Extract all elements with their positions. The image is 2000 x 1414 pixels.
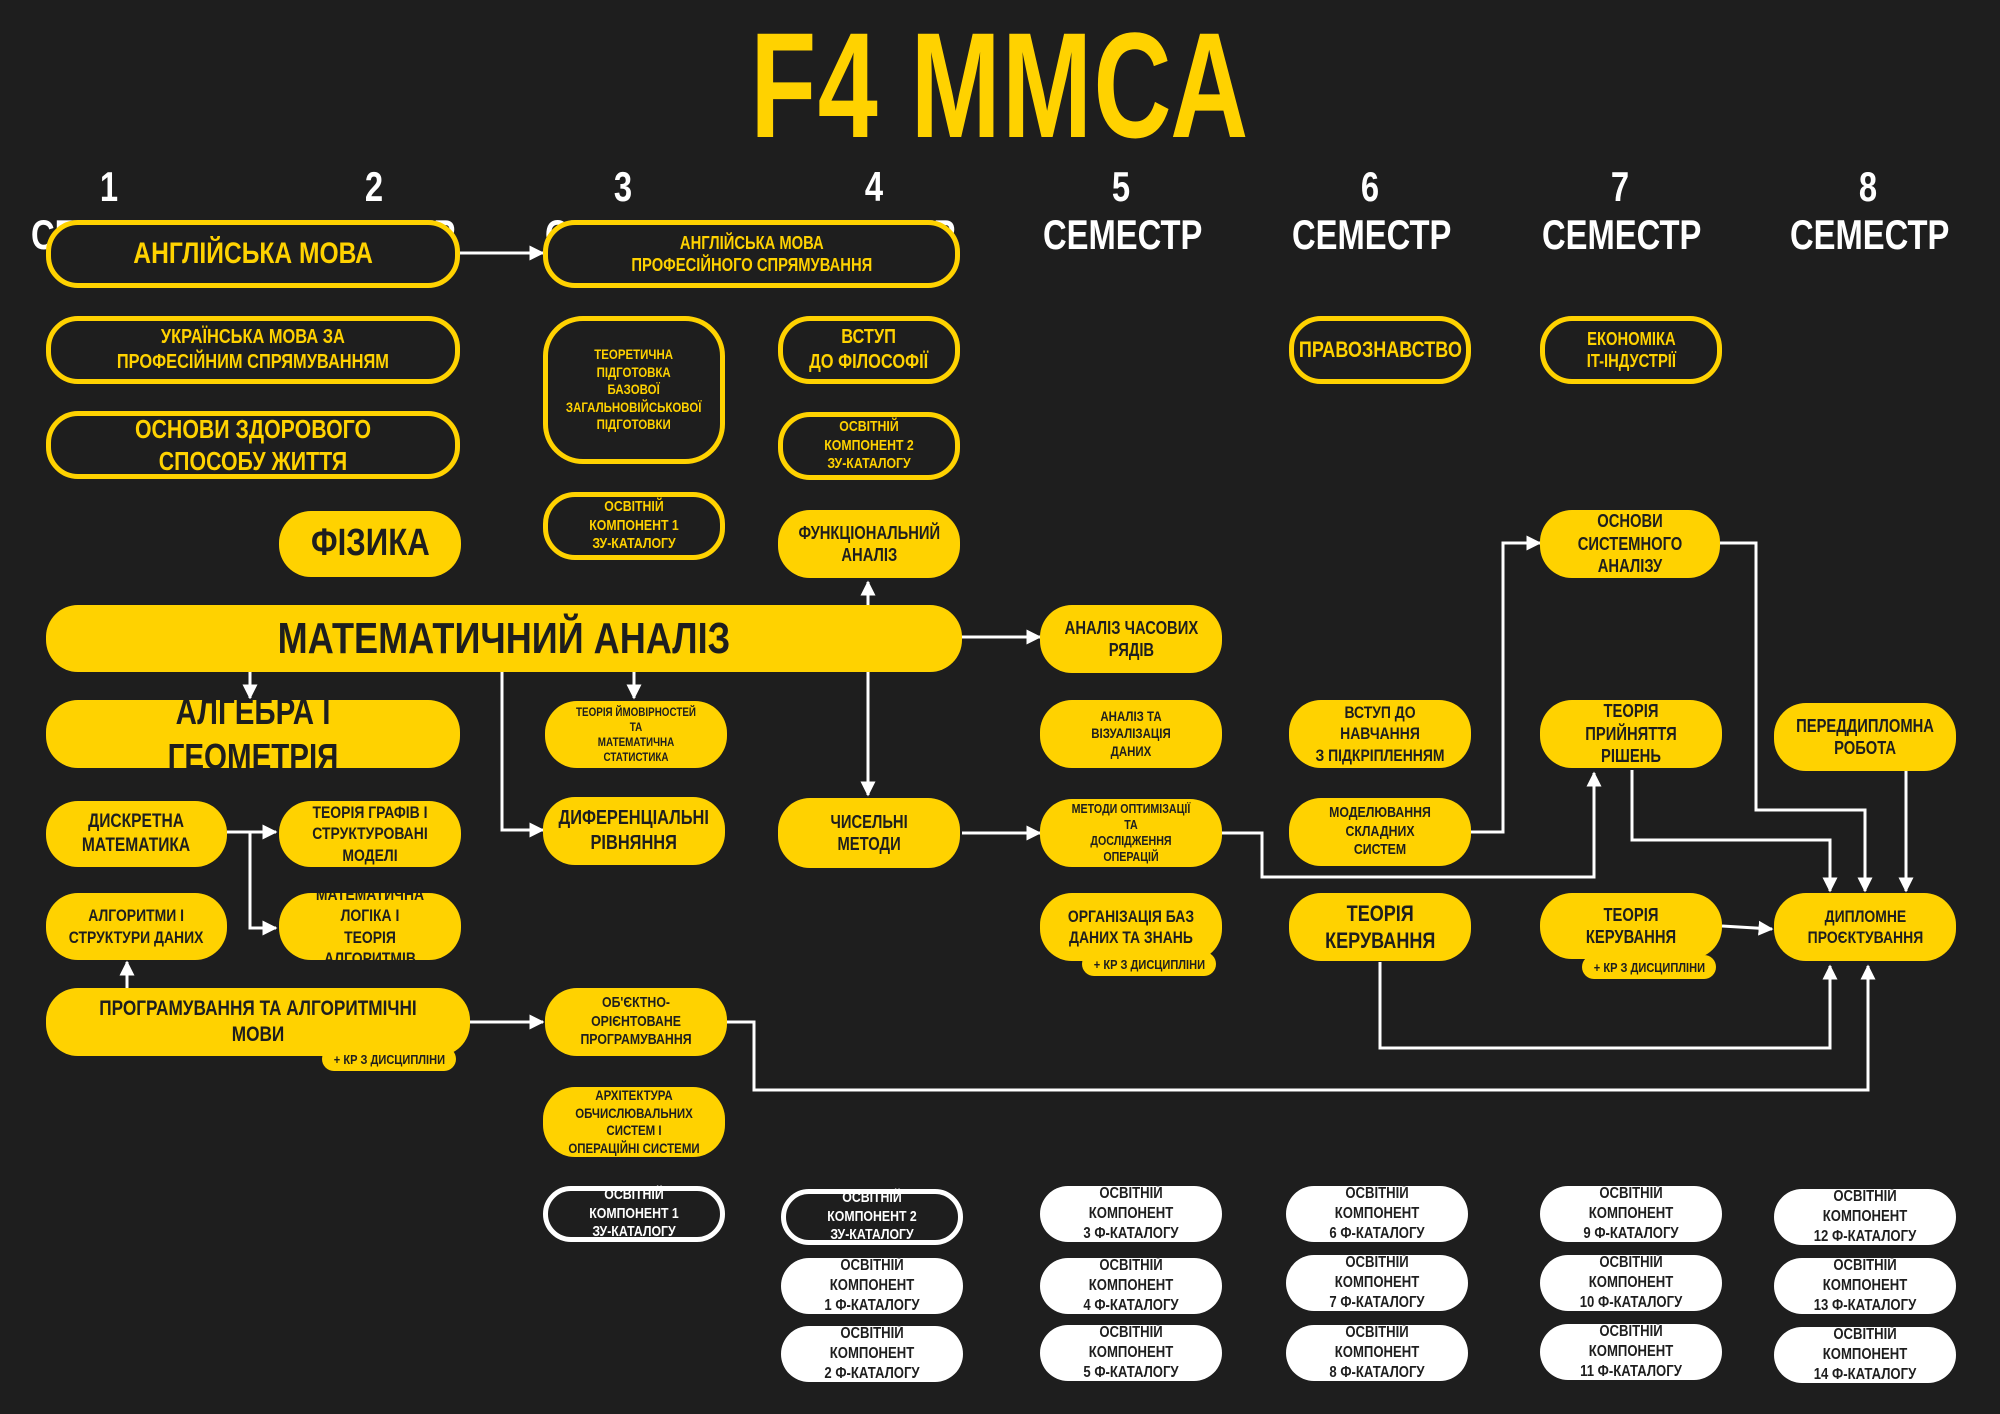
- node-decision[interactable]: ТЕОРІЯ ПРИЙНЯТТЯ РІШЕНЬ: [1540, 700, 1722, 768]
- node-control7[interactable]: ТЕОРІЯ КЕРУВАННЯ: [1540, 893, 1722, 959]
- node-f10[interactable]: ОСВІТНІЙ КОМПОНЕНТ 10 Ф-КАТАЛОГУ: [1540, 1254, 1722, 1311]
- arrow-modeling-to-system-analysis: [1471, 535, 1542, 834]
- node-system-analysis[interactable]: ОСНОВИ СИСТЕМНОГО АНАЛІЗУ: [1540, 510, 1720, 578]
- node-health[interactable]: ОСНОВИ ЗДОРОВОГО СПОСОБУ ЖИТТЯ: [46, 411, 460, 479]
- node-english[interactable]: АНГЛІЙСЬКА МОВА: [46, 220, 460, 288]
- node-f6[interactable]: ОСВІТНІЙ КОМПОНЕНТ 6 Ф-КАТАЛОГУ: [1286, 1185, 1468, 1242]
- node-logic[interactable]: МАТЕМАТИЧНА ЛОГІКА І ТЕОРІЯ АЛГОРИТМІВ: [279, 885, 461, 968]
- node-architecture[interactable]: АРХІТЕКТУРА ОБЧИСЛЮВАЛЬНИХ СИСТЕМ І ОПЕР…: [543, 1087, 725, 1157]
- node-f12[interactable]: ОСВІТНІЙ КОМПОНЕНТ 12 Ф-КАТАЛОГУ: [1774, 1188, 1956, 1245]
- node-time-series[interactable]: АНАЛІЗ ЧАСОВИХ РЯДІВ: [1040, 605, 1222, 673]
- arrow-optimization-to-decision: [1222, 771, 1602, 879]
- node-f11[interactable]: ОСВІТНІЙ КОМПОНЕНТ 11 Ф-КАТАЛОГУ: [1540, 1323, 1722, 1380]
- node-elective1-zu[interactable]: ОСВІТНІЙ КОМПОНЕНТ 1 ЗУ-КАТАЛОГУ: [543, 492, 725, 560]
- node-physics[interactable]: ФІЗИКА: [279, 511, 461, 577]
- node-f9[interactable]: ОСВІТНІЙ КОМПОНЕНТ 9 Ф-КАТАЛОГУ: [1540, 1185, 1722, 1242]
- semester-8-header: 8 СЕМЕСТР: [1790, 163, 1950, 258]
- node-philosophy[interactable]: ВСТУП ДО ФІЛОСОФІЇ: [778, 316, 960, 384]
- node-law[interactable]: ПРАВОЗНАВСТВО: [1289, 316, 1471, 384]
- node-elective1-zu-b[interactable]: ОСВІТНІЙ КОМПОНЕНТ 1 ЗУ-КАТАЛОГУ: [543, 1186, 725, 1242]
- node-programming[interactable]: ПРОГРАМУВАННЯ ТА АЛГОРИТМІЧНІ МОВИ: [46, 988, 470, 1056]
- arrow-discrete-to-logic: [248, 832, 278, 936]
- node-elective2-zu-b[interactable]: ОСВІТНІЙ КОМПОНЕНТ 2 ЗУ-КАТАЛОГУ: [781, 1189, 963, 1245]
- node-f8[interactable]: ОСВІТНІЙ КОМПОНЕНТ 8 Ф-КАТАЛОГУ: [1286, 1324, 1468, 1381]
- arrow-system-analysis-to-diploma: [1720, 541, 1873, 893]
- badge-databases-coursework: + КР З ДИСЦИПЛІНИ: [1082, 952, 1216, 976]
- node-f14[interactable]: ОСВІТНІЙ КОМПОНЕНТ 14 Ф-КАТАЛОГУ: [1774, 1326, 1956, 1383]
- node-f5[interactable]: ОСВІТНІЙ КОМПОНЕНТ 5 Ф-КАТАЛОГУ: [1040, 1324, 1222, 1381]
- arrow-control7-to-diploma: [1721, 920, 1774, 936]
- node-numerical[interactable]: ЧИСЕЛЬНІ МЕТОДИ: [778, 798, 960, 868]
- badge-programming-coursework: + КР З ДИСЦИПЛІНИ: [322, 1047, 456, 1071]
- node-algorithms[interactable]: АЛГОРИТМИ І СТРУКТУРИ ДАНИХ: [46, 893, 227, 960]
- node-military[interactable]: ТЕОРЕТИЧНА ПІДГОТОВКА БАЗОВОЇ ЗАГАЛЬНОВІ…: [543, 316, 725, 464]
- node-diploma[interactable]: ДИПЛОМНЕ ПРОЄКТУВАННЯ: [1774, 893, 1956, 961]
- node-reinforcement[interactable]: ВСТУП ДО НАВЧАННЯ З ПІДКРІПЛЕННЯМ: [1289, 700, 1471, 768]
- node-oop[interactable]: ОБ'ЄКТНО-ОРІЄНТОВАНЕ ПРОГРАМУВАННЯ: [545, 988, 727, 1056]
- node-f4[interactable]: ОСВІТНІЙ КОМПОНЕНТ 4 Ф-КАТАЛОГУ: [1040, 1257, 1222, 1314]
- node-algebra[interactable]: АЛГЕБРА І ГЕОМЕТРІЯ: [46, 691, 460, 777]
- node-data-viz[interactable]: АНАЛІЗ ТА ВІЗУАЛІЗАЦІЯ ДАНИХ: [1040, 700, 1222, 768]
- node-f13[interactable]: ОСВІТНІЙ КОМПОНЕНТ 13 Ф-КАТАЛОГУ: [1774, 1257, 1956, 1314]
- node-diff-eq[interactable]: ДИФЕРЕНЦІАЛЬНІ РІВНЯННЯ: [543, 797, 725, 865]
- node-math-analysis[interactable]: МАТЕМАТИЧНИЙ АНАЛІЗ: [46, 605, 962, 672]
- semester-6-header: 6 СЕМЕСТР: [1292, 163, 1452, 258]
- node-control6[interactable]: ТЕОРІЯ КЕРУВАННЯ: [1289, 893, 1471, 961]
- node-ukrainian[interactable]: УКРАЇНСЬКА МОВА ЗА ПРОФЕСІЙНИМ СПРЯМУВАН…: [46, 316, 460, 384]
- node-optimization[interactable]: МЕТОДИ ОПТИМІЗАЦІЇ ТА ДОСЛІДЖЕННЯ ОПЕРАЦ…: [1040, 799, 1222, 867]
- diagram-title: F4 ММСА: [750, 1, 1250, 169]
- arrow-math-to-diffeq: [500, 672, 545, 838]
- node-elective2-zu[interactable]: ОСВІТНІЙ КОМПОНЕНТ 2 ЗУ-КАТАЛОГУ: [778, 412, 960, 480]
- node-f3[interactable]: ОСВІТНІЙ КОМПОНЕНТ 3 Ф-КАТАЛОГУ: [1040, 1185, 1222, 1242]
- node-f1[interactable]: ОСВІТНІЙ КОМПОНЕНТ 1 Ф-КАТАЛОГУ: [781, 1257, 963, 1314]
- node-graphs[interactable]: ТЕОРІЯ ГРАФІВ І СТРУКТУРОВАНІ МОДЕЛІ: [279, 801, 461, 867]
- node-discrete[interactable]: ДИСКРЕТНА МАТЕМАТИКА: [46, 801, 227, 867]
- arrow-oop-to-diploma: [727, 964, 1876, 1092]
- semester-5-header: 5 СЕМЕСТР: [1043, 163, 1203, 258]
- node-economics[interactable]: ЕКОНОМІКА IT-ІНДУСТРІЇ: [1540, 316, 1722, 384]
- node-databases[interactable]: ОРГАНІЗАЦІЯ БАЗ ДАНИХ ТА ЗНАНЬ: [1040, 893, 1222, 961]
- arrow-decision-to-diploma: [1630, 770, 1838, 893]
- node-probability[interactable]: ТЕОРІЯ ЙМОВІРНОСТЕЙ ТА МАТЕМАТИЧНА СТАТИ…: [545, 701, 727, 768]
- node-f2[interactable]: ОСВІТНІЙ КОМПОНЕНТ 2 Ф-КАТАЛОГУ: [781, 1325, 963, 1382]
- badge-control7-coursework: + КР З ДИСЦИПЛІНИ: [1582, 955, 1716, 979]
- node-english-prof[interactable]: АНГЛІЙСЬКА МОВА ПРОФЕСІЙНОГО СПРЯМУВАННЯ: [543, 220, 960, 288]
- node-f7[interactable]: ОСВІТНІЙ КОМПОНЕНТ 7 Ф-КАТАЛОГУ: [1286, 1254, 1468, 1311]
- arrow-control6-to-diploma: [1378, 962, 1838, 1050]
- node-modeling[interactable]: МОДЕЛЮВАННЯ СКЛАДНИХ СИСТЕМ: [1289, 798, 1471, 866]
- node-functional[interactable]: ФУНКЦІОНАЛЬНИЙ АНАЛІЗ: [778, 510, 960, 578]
- node-pre-diploma[interactable]: ПЕРЕДДИПЛОМНА РОБОТА: [1774, 703, 1956, 771]
- semester-7-header: 7 СЕМЕСТР: [1542, 163, 1702, 258]
